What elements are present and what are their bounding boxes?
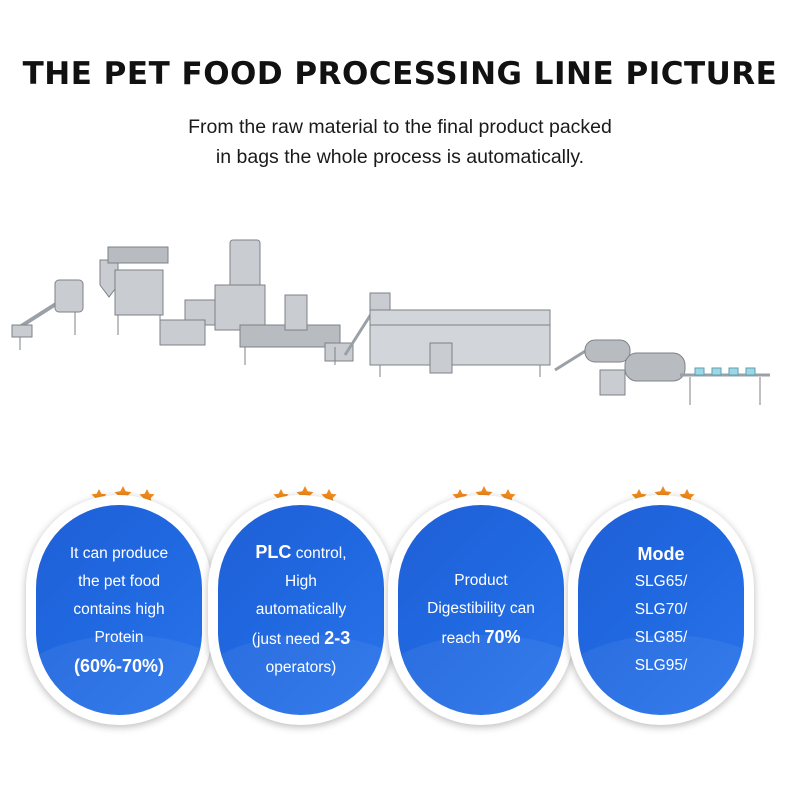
feature-card-protein: It can produce the pet food contains hig… <box>26 495 212 725</box>
card-4-heading: Mode <box>637 544 685 564</box>
card-3-line-1: Product <box>454 572 508 589</box>
page-title: THE PET FOOD PROCESSING LINE PICTURE <box>22 56 778 92</box>
card-1-line-4: Protein <box>94 629 144 646</box>
subtitle-line-2: in bags the whole process is automatical… <box>215 146 585 168</box>
card-3-line-2: Digestibility can <box>427 600 535 617</box>
card-3-digestibility-value: 70% <box>484 627 521 647</box>
feature-card-plc: PLC control, High automatically (just ne… <box>208 495 394 725</box>
page-subtitle: From the raw material to the final produ… <box>0 112 800 172</box>
card-3-line-3: reach 70% <box>441 623 520 653</box>
card-2-line-2: High <box>285 573 317 590</box>
feature-card-models: Mode SLG65/ SLG70/ SLG85/ SLG95/ <box>568 495 754 725</box>
feature-card-digestibility: Product Digestibility can reach 70% <box>388 495 574 725</box>
card-4-model-4: SLG95/ <box>634 657 688 674</box>
subtitle-line-1: From the raw material to the final produ… <box>188 116 612 138</box>
card-4-model-3: SLG85/ <box>634 629 688 646</box>
card-1-protein-range: (60%-70%) <box>73 656 165 676</box>
card-2-control: control, <box>291 545 347 562</box>
card-2-need-prefix: (just need <box>251 631 325 648</box>
card-2-line-5: operators) <box>265 659 337 676</box>
card-4-model-1: SLG65/ <box>634 573 688 590</box>
card-1-line-2: the pet food <box>78 573 160 590</box>
card-1-line-1: It can produce <box>69 545 169 562</box>
card-3-reach-prefix: reach <box>441 630 485 647</box>
card-2-line-3: automatically <box>255 601 347 618</box>
card-1-line-3: contains high <box>73 601 165 618</box>
processing-line-image <box>11 239 770 405</box>
card-2-line-1: PLC control, <box>255 538 346 568</box>
card-4-model-2: SLG70/ <box>634 601 688 618</box>
card-2-plc: PLC <box>255 542 292 562</box>
card-2-operators-count: 2-3 <box>324 628 351 648</box>
card-2-line-4: (just need 2-3 <box>252 624 350 654</box>
